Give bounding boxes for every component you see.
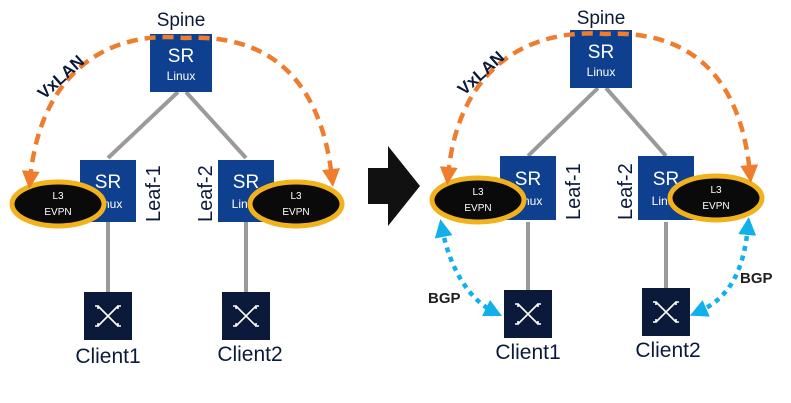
client1-label: Client1 bbox=[495, 341, 560, 364]
switch-icon bbox=[653, 301, 679, 323]
evpn1-line1: L3 bbox=[52, 191, 64, 202]
spine-title: SR bbox=[168, 46, 194, 67]
client1-switch bbox=[504, 290, 552, 338]
spine-label: Spine bbox=[157, 10, 206, 31]
leaf2-title: SR bbox=[233, 172, 259, 193]
vxlan-arc bbox=[21, 34, 340, 189]
vxlan-label: VxLAN bbox=[34, 52, 88, 103]
bgp-left-label: BGP bbox=[428, 290, 461, 307]
client2-label: Client2 bbox=[635, 339, 700, 362]
client2-switch bbox=[642, 288, 690, 336]
leaf2-label: Leaf-2 bbox=[615, 163, 637, 220]
right-topology: Spine SR Linux SR Linux Leaf-1 SR Linux … bbox=[428, 8, 773, 364]
switch-icon bbox=[515, 303, 541, 325]
spine-sub: Linux bbox=[587, 65, 616, 79]
client1-switch bbox=[84, 292, 132, 340]
spine-sub: Linux bbox=[167, 69, 196, 83]
evpn1-line2: EVPN bbox=[44, 207, 71, 218]
evpn2-line2: EVPN bbox=[282, 207, 309, 218]
client1-label: Client1 bbox=[75, 345, 140, 368]
left-topology: Spine SR Linux SR Linux Leaf-1 SR Linux … bbox=[9, 10, 345, 368]
link-spine-leaf2 bbox=[184, 90, 248, 160]
evpn2-badge: L3 EVPN bbox=[247, 179, 345, 229]
evpn1-line1: L3 bbox=[472, 187, 484, 198]
leaf1-label: Leaf-1 bbox=[143, 165, 165, 222]
spine-label: Spine bbox=[577, 8, 626, 29]
evpn2-badge: L3 EVPN bbox=[667, 173, 765, 223]
spine-node: SR Linux bbox=[570, 30, 632, 88]
bgp-arc-right bbox=[689, 217, 757, 317]
evpn1-badge: L3 EVPN bbox=[9, 179, 107, 229]
spine-title: SR bbox=[588, 42, 614, 63]
evpn2-line1: L3 bbox=[290, 191, 302, 202]
switch-icon bbox=[95, 305, 121, 327]
client2-switch bbox=[222, 292, 270, 340]
leaf1-label: Leaf-1 bbox=[563, 163, 585, 220]
vxlan-arc bbox=[439, 31, 759, 185]
vxlan-label: VxLAN bbox=[454, 48, 508, 99]
spine-node: SR Linux bbox=[150, 34, 212, 92]
bgp-arc-left bbox=[434, 219, 503, 317]
transition-arrow bbox=[368, 146, 420, 226]
link-spine-leaf1 bbox=[106, 90, 180, 160]
evpn2-line1: L3 bbox=[710, 185, 722, 196]
link-spine-leaf2 bbox=[604, 86, 668, 158]
leaf1-title: SR bbox=[95, 172, 121, 193]
link-spine-leaf1 bbox=[526, 86, 600, 158]
evpn2-line2: EVPN bbox=[702, 201, 729, 212]
evpn1-badge: L3 EVPN bbox=[429, 175, 527, 225]
switch-icon bbox=[233, 305, 259, 327]
evpn1-line2: EVPN bbox=[464, 203, 491, 214]
bgp-right-label: BGP bbox=[740, 270, 773, 287]
leaf2-label: Leaf-2 bbox=[195, 165, 217, 222]
client2-label: Client2 bbox=[217, 343, 282, 366]
